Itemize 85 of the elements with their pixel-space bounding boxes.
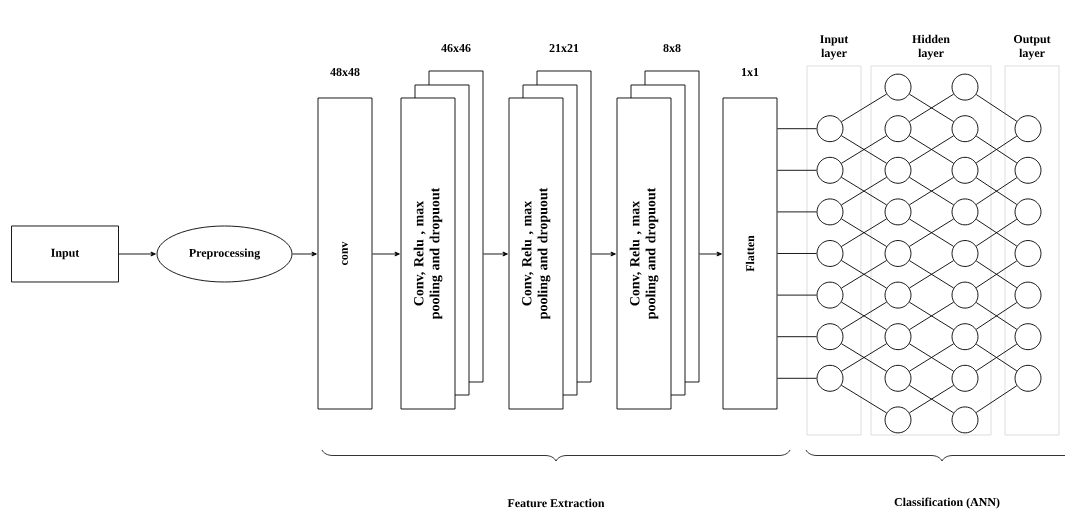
neuron-circle [1014, 364, 1042, 392]
size-label: 1x1 [742, 68, 759, 76]
neuron-circle [816, 240, 844, 267]
neuron-circle [816, 198, 844, 226]
neuron-circle [951, 198, 979, 226]
layer-heading: Hidden layer [912, 34, 950, 60]
neuron-circle [816, 115, 844, 143]
size-label: 48x48 [330, 67, 360, 76]
neuron-circle [884, 240, 912, 267]
connection-line [777, 253, 817, 254]
section-label: Feature Extraction [507, 498, 605, 508]
neuron-circle [951, 156, 979, 184]
neuron-circle [816, 156, 844, 184]
neuron-circle [951, 364, 979, 392]
neuron-circle [884, 198, 912, 226]
crossing-lines [975, 135, 1018, 164]
arrow [118, 251, 156, 257]
neuron-circle [1014, 281, 1042, 309]
crossing-lines [975, 218, 1018, 247]
connection-line [777, 336, 817, 338]
size-label: 8x8 [663, 43, 681, 52]
crossing-lines [841, 260, 887, 289]
neuron-circle [951, 323, 979, 351]
crossing-lines [841, 135, 887, 164]
neuron-circle [884, 156, 912, 184]
crossing-lines [909, 218, 955, 247]
neuron-circle [1014, 240, 1042, 267]
crossing-lines [909, 384, 955, 414]
neuron-circle [884, 281, 912, 309]
arrow [699, 251, 722, 257]
connection-line [777, 211, 817, 213]
neuron-circle [951, 240, 979, 267]
arrow [591, 251, 616, 257]
connection-line [777, 294, 817, 296]
crossing-lines [909, 260, 955, 289]
connection-line [777, 377, 817, 379]
neuron-circle [1014, 323, 1042, 351]
crossing-lines [841, 218, 887, 247]
connection-line [975, 385, 1018, 413]
crossing-lines [975, 260, 1018, 289]
arrow [292, 251, 317, 257]
layer-box: conv [317, 97, 373, 410]
neuron-circle [816, 364, 844, 392]
crossing-lines [841, 176, 887, 206]
neuron-circle [1014, 115, 1042, 143]
arrow [372, 251, 400, 257]
layer-stack: Conv, Relu , max pooling and dropuout [616, 70, 700, 410]
connection-line [975, 94, 1018, 122]
layer-stack: Conv, Relu , max pooling and dropuout [400, 70, 484, 410]
section-label: Classification (ANN) [894, 497, 1000, 509]
neuron-circle [884, 406, 912, 434]
arrow [483, 251, 508, 257]
crossing-lines [975, 343, 1018, 372]
crossing-lines [975, 177, 1018, 205]
neuron-circle [951, 115, 979, 143]
connection-line [777, 169, 817, 171]
size-label: 21x21 [549, 44, 579, 52]
neuron-circle [884, 73, 912, 101]
neuron-circle [816, 323, 844, 351]
crossing-lines [909, 343, 955, 372]
crossing-lines [909, 176, 955, 206]
process-box: Input [11, 225, 119, 283]
neuron-circle [884, 323, 912, 351]
connection-line [777, 128, 817, 130]
neuron-circle [884, 115, 912, 143]
size-label: 46x46 [441, 43, 471, 52]
layer-heading: Output layer [1014, 35, 1051, 60]
connection-line [841, 384, 887, 414]
layer-heading: Input layer [820, 35, 849, 60]
neuron-circle [1014, 198, 1042, 226]
neuron-circle [951, 281, 979, 309]
crossing-lines [909, 93, 955, 123]
neuron-circle [951, 406, 979, 434]
crossing-lines [909, 301, 955, 331]
layer-stack: Conv, Relu , max pooling and dropuout [508, 70, 592, 410]
layer-box: Flatten [722, 97, 778, 410]
crossing-lines [841, 301, 887, 331]
crossing-lines [841, 343, 887, 372]
connection-line [841, 93, 887, 123]
neuron-circle [816, 281, 844, 309]
neuron-circle [884, 364, 912, 392]
crossing-lines [909, 135, 955, 164]
neuron-circle [1014, 156, 1042, 184]
neuron-circle [951, 73, 979, 101]
crossing-lines [975, 302, 1018, 330]
